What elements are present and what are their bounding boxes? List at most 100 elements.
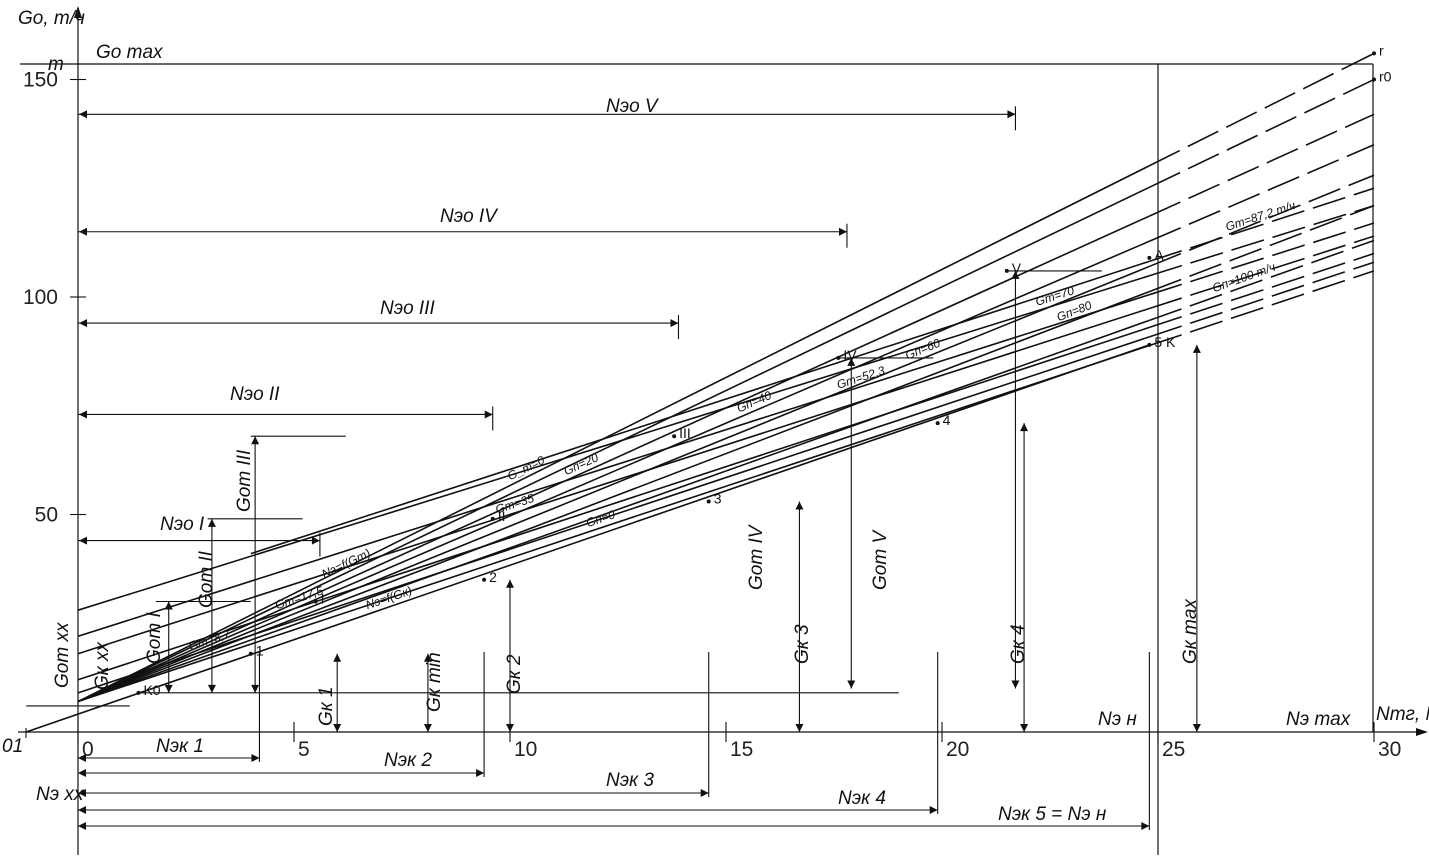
arrow-head <box>207 518 216 527</box>
series-line <box>77 275 1150 611</box>
annotation: Nтг, МВт <box>1376 704 1429 725</box>
dimension-lines <box>26 106 1201 830</box>
arrow-head <box>79 319 87 328</box>
series-line-dashed <box>1149 204 1375 277</box>
x-tick-label: 25 <box>1162 738 1185 761</box>
series-label: Nэ=f(Gк) <box>364 583 414 612</box>
series-line <box>25 344 1150 733</box>
x-axis-arrow <box>1416 728 1428 736</box>
series-line <box>77 293 1150 638</box>
arrow-head <box>333 724 342 732</box>
point-marker <box>1372 77 1376 82</box>
annotation: Gот IV <box>746 523 767 590</box>
arrow-head <box>847 680 856 689</box>
point-marker <box>935 421 940 426</box>
point-label: 1 <box>256 643 264 659</box>
point-marker <box>1372 51 1376 56</box>
point-label: r <box>1379 42 1384 58</box>
point-label: III <box>679 425 691 441</box>
point-label: 3 <box>714 490 722 506</box>
series-line-dashed <box>1149 252 1375 329</box>
arrow-head <box>164 684 173 693</box>
annotation: Gк 4 <box>1008 624 1029 664</box>
point-marker <box>706 499 711 504</box>
arrow-head <box>78 806 86 814</box>
series-line <box>77 344 1150 703</box>
x-tick-label: 20 <box>946 738 969 761</box>
arrow-head <box>476 769 485 777</box>
annotation: Nэк 5 = Nэ н <box>998 804 1107 825</box>
arrow-head <box>1020 423 1029 432</box>
arrow-head <box>506 724 514 732</box>
arrow-head <box>1192 344 1201 353</box>
annotation: Gот III <box>234 449 255 512</box>
x-tick-label: 10 <box>514 738 537 761</box>
arrow-head <box>79 227 87 236</box>
arrow-head <box>700 789 709 797</box>
point-marker <box>1004 268 1009 273</box>
arrow-head <box>1192 724 1201 732</box>
arrow-head <box>484 410 493 419</box>
annotation: Gк 2 <box>504 654 525 694</box>
arrow-head <box>1020 724 1029 732</box>
arrow-head <box>78 769 86 777</box>
annotation: Gот II <box>196 550 217 608</box>
x-tick-label: 0 <box>82 738 94 761</box>
series-line-dashed <box>1149 144 1375 242</box>
point-marker <box>1147 255 1152 260</box>
arrow-head <box>1011 680 1020 689</box>
point-label: A <box>1154 247 1164 263</box>
arrow-head <box>929 806 938 814</box>
point-marker <box>313 599 318 604</box>
point-marker <box>248 651 253 656</box>
arrow-head <box>795 724 804 732</box>
point-label: K0 <box>143 682 160 698</box>
annotation: Nэо V <box>606 96 660 117</box>
annotation: Gк min <box>424 652 445 712</box>
point-marker <box>136 690 141 695</box>
point-marker <box>1147 342 1152 347</box>
series-line-dashed <box>1149 204 1375 293</box>
annotation: Gот I <box>144 612 165 664</box>
annotation: Gк 3 <box>792 624 813 664</box>
annotation: Nэк 3 <box>606 770 654 791</box>
point-label: II <box>498 508 506 524</box>
arrow-head <box>838 227 847 236</box>
arrow-head <box>164 601 173 610</box>
point-label: 4 <box>943 412 951 428</box>
y-tick-label: 100 <box>23 286 58 309</box>
annotation: Nэо IV <box>440 206 499 227</box>
y-tick-label: 150 <box>23 69 58 92</box>
series-line <box>77 319 1150 703</box>
arrow-head <box>79 536 87 545</box>
annotation: m <box>48 54 64 75</box>
arrow-head <box>423 724 432 732</box>
series-line-dashed <box>1149 187 1375 263</box>
point-marker <box>490 516 495 521</box>
annotation: Nэо II <box>230 384 280 405</box>
series-line <box>77 265 1150 703</box>
arrow-head <box>333 653 342 662</box>
arrow-head <box>847 357 856 366</box>
annotation: Nэк 4 <box>838 788 886 809</box>
point-marker <box>672 434 677 439</box>
series-line-dashed <box>1149 239 1375 322</box>
series-line <box>250 260 1150 555</box>
arrow-head <box>311 536 320 545</box>
arrow-head <box>251 754 260 762</box>
annotation: Nэк 1 <box>156 736 204 757</box>
x-tick-label: 15 <box>730 738 753 761</box>
annotation: Gот V <box>870 529 891 590</box>
series-line <box>77 165 1150 703</box>
arrow-head <box>251 684 260 693</box>
point-label: V <box>1012 260 1022 276</box>
annotation: Nэ xx <box>36 784 85 805</box>
annotation: Gк xx <box>92 640 113 690</box>
annotation: Gо, т/ч <box>18 8 85 29</box>
arrow-head <box>79 110 87 119</box>
annotation: Nэо I <box>160 514 205 535</box>
